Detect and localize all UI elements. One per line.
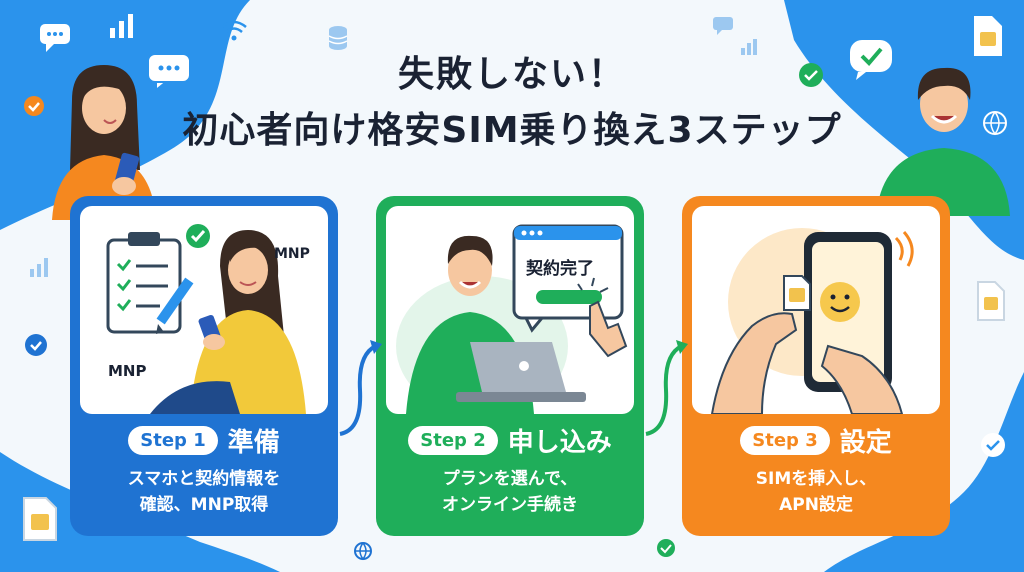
- step-1-illustration: MNP MNP: [80, 206, 328, 414]
- database-icon: [328, 26, 348, 50]
- chat-icon: [40, 24, 70, 52]
- sim-card-icon: [783, 275, 811, 311]
- step-2-description: プランを選んで、 オンライン手続き: [376, 466, 644, 518]
- contract-complete-label: 契約完了: [525, 258, 594, 279]
- check-icon: [186, 224, 210, 248]
- bar-chart-icon: [110, 14, 133, 38]
- bg-blob-bottom-left: [0, 452, 280, 572]
- woman-illustration: [150, 230, 306, 414]
- step-2-card: 契約完了 Step 2 申し込み プランを選んで、 オンライン手続き: [376, 196, 644, 536]
- bar-chart-icon: [741, 39, 757, 55]
- pencil-icon: [156, 277, 194, 334]
- arrow-step2-to-step3: [645, 340, 688, 436]
- step-1-illustration-svg: MNP MNP: [106, 224, 310, 414]
- step-2-illustration-svg: 契約完了: [396, 224, 628, 414]
- mnp-label-2: MNP: [108, 362, 146, 380]
- globe-icon: [354, 542, 372, 561]
- step-1-desc-line-2: 確認、MNP取得: [139, 495, 269, 515]
- step-1-badge: Step 1: [128, 426, 218, 455]
- cursor-hand-icon: [577, 277, 628, 358]
- wifi-icon: [221, 20, 247, 41]
- sim-card-icon: [974, 16, 1002, 56]
- step-2-desc-line-1: プランを選んで、: [442, 469, 578, 489]
- check-icon: [657, 539, 675, 557]
- step-2-desc-line-2: オンライン手続き: [442, 495, 578, 515]
- check-icon: [799, 63, 823, 87]
- arrow-step1-to-step2: [339, 340, 382, 436]
- bar-chart-icon: [30, 258, 48, 277]
- check-icon: [25, 334, 47, 356]
- step-1-description: スマホと契約情報を 確認、MNP取得: [70, 466, 338, 518]
- wifi-icon: [894, 231, 914, 267]
- title-line-2: 初心者向け格安SIM乗り換え3ステップ: [182, 110, 842, 151]
- step-3-badge: Step 3: [740, 426, 830, 455]
- sim-card-icon: [977, 281, 1005, 321]
- step-1-card: MNP MNP Step 1 準備 スマホと契約情報を 確認、MNP取得: [70, 196, 338, 536]
- check-icon: [981, 433, 1005, 457]
- title-line-1: 失敗しない！: [397, 54, 626, 95]
- step-3-illustration-svg: [710, 228, 914, 414]
- mnp-label-1: MNP: [274, 246, 310, 262]
- step-1-header: Step 1 準備: [70, 422, 338, 459]
- clipboard-icon: [106, 232, 182, 334]
- chat-icon: [147, 53, 191, 92]
- step-1-title: 準備: [227, 428, 280, 458]
- globe-icon: [983, 111, 1007, 136]
- page-title: 失敗しない！ 初心者向け格安SIM乗り換え3ステップ: [0, 52, 1024, 154]
- contract-popup: 契約完了: [512, 224, 624, 333]
- step-3-title: 設定: [839, 428, 892, 458]
- step-3-desc-line-2: APN設定: [779, 495, 853, 515]
- step-2-illustration: 契約完了: [386, 206, 634, 414]
- smiley-icon: [820, 282, 860, 322]
- step-2-header: Step 2 申し込み: [376, 422, 644, 459]
- bg-blob-bottom-right: [824, 372, 1024, 572]
- step-2-badge: Step 2: [408, 426, 498, 455]
- step-3-description: SIMを挿入し、 APN設定: [682, 466, 950, 518]
- laptop-icon: [456, 342, 586, 402]
- step-1-desc-line-1: スマホと契約情報を: [127, 469, 281, 489]
- sim-card-icon: [23, 497, 57, 541]
- step-3-card: Step 3 設定 SIMを挿入し、 APN設定: [682, 196, 950, 536]
- check-icon: [24, 96, 44, 116]
- step-3-desc-line-1: SIMを挿入し、: [755, 469, 877, 489]
- step-3-header: Step 3 設定: [682, 422, 950, 459]
- check-icon: [850, 40, 892, 80]
- step-3-illustration: [692, 206, 940, 414]
- hands-illustration: [710, 312, 904, 414]
- step-2-title: 申し込み: [507, 428, 612, 458]
- chat-icon: [713, 17, 733, 35]
